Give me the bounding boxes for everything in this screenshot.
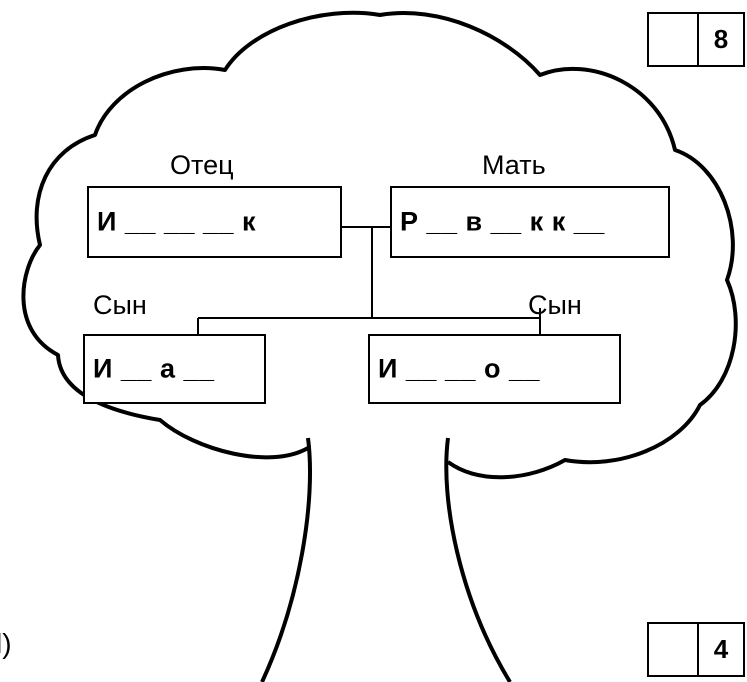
score-box-top: 8 (647, 12, 745, 67)
father-name-pattern: И __ __ __ к (97, 206, 257, 237)
score-answer-cell[interactable] (649, 624, 699, 675)
tree-crown (21, 10, 738, 480)
mother-role-label: Мать (482, 150, 546, 180)
son1-name-pattern: И __ а __ (93, 353, 215, 384)
score-box-bottom: 4 (647, 622, 745, 677)
son2-name-box[interactable]: И __ __ о __ (368, 334, 621, 404)
score-answer-cell[interactable] (649, 14, 699, 65)
father-name-box[interactable]: И __ __ __ к (87, 186, 342, 258)
son1-name-box[interactable]: И __ а __ (83, 334, 266, 404)
score-value: 4 (713, 634, 729, 664)
tree-trunk-right (444, 437, 512, 682)
mother-name-pattern: Р __ в __ к к __ (400, 206, 605, 237)
edge-text-fragment: l) (0, 628, 12, 659)
son1-role-label: Сын (93, 290, 147, 320)
score-value: 8 (713, 24, 729, 54)
father-role-label: Отец (170, 150, 234, 180)
son2-name-pattern: И __ __ о __ (378, 353, 541, 384)
tree-trunk-left (260, 437, 312, 682)
son2-role-label: Сын (528, 290, 582, 320)
mother-name-box[interactable]: Р __ в __ к к __ (390, 186, 670, 258)
